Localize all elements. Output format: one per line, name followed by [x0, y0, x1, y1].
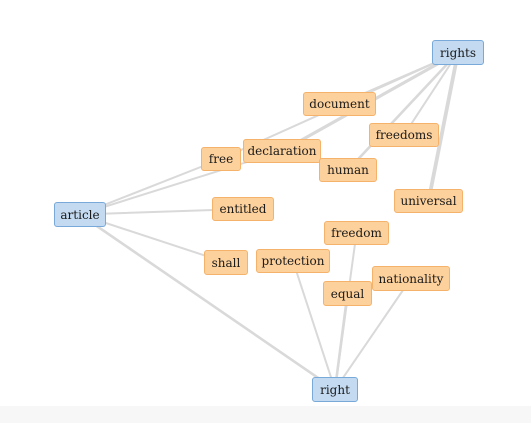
node-label: protection: [261, 254, 325, 268]
node-label: free: [208, 152, 234, 166]
edge-layer: [78, 50, 460, 391]
node-human[interactable]: human: [319, 158, 377, 182]
node-free[interactable]: free: [201, 147, 241, 171]
node-nationality[interactable]: nationality: [372, 266, 450, 291]
node-label: rights: [440, 45, 476, 60]
edge-rights-human: [346, 51, 460, 172]
edge-article-right: [78, 213, 337, 391]
node-label: freedoms: [375, 128, 433, 142]
node-label: article: [60, 207, 100, 222]
node-entitled[interactable]: entitled: [212, 197, 274, 221]
node-shall[interactable]: shall: [204, 250, 248, 275]
bottom-band: [0, 406, 531, 423]
node-label: human: [327, 163, 369, 177]
node-label: declaration: [247, 144, 317, 158]
node-label: shall: [211, 255, 241, 270]
node-label: equal: [330, 286, 365, 301]
node-freedom[interactable]: freedom: [324, 221, 389, 245]
node-label: freedom: [331, 226, 382, 240]
node-label: nationality: [378, 271, 444, 286]
node-label: right: [320, 382, 350, 397]
node-freedoms[interactable]: freedoms: [369, 123, 439, 147]
node-protection[interactable]: protection: [256, 249, 330, 273]
node-universal[interactable]: universal: [394, 189, 463, 213]
node-document[interactable]: document: [303, 92, 376, 116]
edge-rights-freedoms: [403, 51, 459, 136]
node-right[interactable]: right: [312, 377, 358, 402]
edge-right-protection: [292, 260, 336, 391]
node-equal[interactable]: equal: [323, 281, 372, 306]
node-rights[interactable]: rights: [432, 40, 484, 65]
node-declaration[interactable]: declaration: [243, 139, 321, 163]
node-label: document: [309, 97, 370, 111]
edge-right-nationality: [334, 277, 412, 391]
node-article[interactable]: article: [54, 202, 106, 227]
edge-right-equal: [333, 292, 349, 391]
edge-rights-universal: [426, 50, 460, 203]
node-label: entitled: [219, 202, 267, 216]
node-label: universal: [400, 194, 457, 208]
